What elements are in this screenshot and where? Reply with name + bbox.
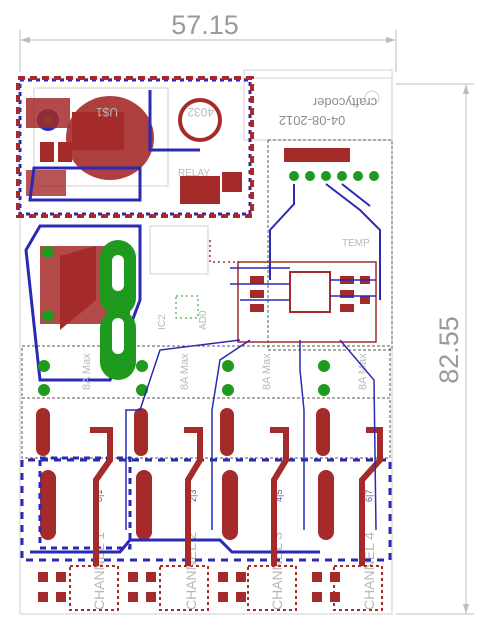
- channel-4: 8A Max CHANNEL 4 6|7: [316, 353, 383, 611]
- mcu-section: IC2 AD0: [157, 240, 377, 343]
- temp-label: TEMP: [342, 238, 370, 249]
- date-label: 04-08-2012: [279, 113, 346, 128]
- width-dimension: 57.15: [19, 10, 397, 72]
- author-block: craftycoder 04-08-2012: [279, 95, 377, 128]
- regulator-label: U$1: [96, 105, 118, 119]
- header-connector: TEMP: [269, 148, 381, 300]
- channel-1-rating: 8A Max: [81, 353, 93, 390]
- width-dimension-label: 57.15: [171, 10, 239, 40]
- author-label: craftycoder: [312, 95, 377, 110]
- channel-2: 8A Max CHANNEL 2 2|3: [134, 353, 209, 611]
- channel-3: 8A Max CHANNEL 3 4|5: [220, 353, 297, 611]
- capacitor-c1: [178, 98, 222, 142]
- height-dimension: 82.55: [396, 83, 474, 615]
- height-dimension-label: 82.55: [434, 316, 464, 384]
- board-outline: [19, 69, 393, 615]
- power-input: [24, 224, 209, 382]
- channel-3-rating: 8A Max: [261, 353, 273, 390]
- power-supply-section: U$1 4032 RELAY: [16, 76, 254, 218]
- channel-traces: [20, 339, 392, 566]
- channel-3-pins: 4|5: [274, 490, 284, 502]
- channel-1: 8A Max CHANNEL 1 0|1: [36, 353, 132, 611]
- ic2-label: IC2: [157, 314, 168, 330]
- channel-2-rating: 8A Max: [179, 353, 191, 390]
- transistor-label: 4032: [187, 105, 214, 119]
- channel-4-pins: 6|7: [364, 490, 374, 502]
- adc-label: AD0: [198, 310, 209, 330]
- bottom-connector-pads: [38, 572, 340, 602]
- channel-4-rating: 8A Max: [357, 353, 369, 390]
- channel-2-pins: 2|3: [188, 490, 198, 502]
- relay-label: RELAY: [178, 168, 210, 179]
